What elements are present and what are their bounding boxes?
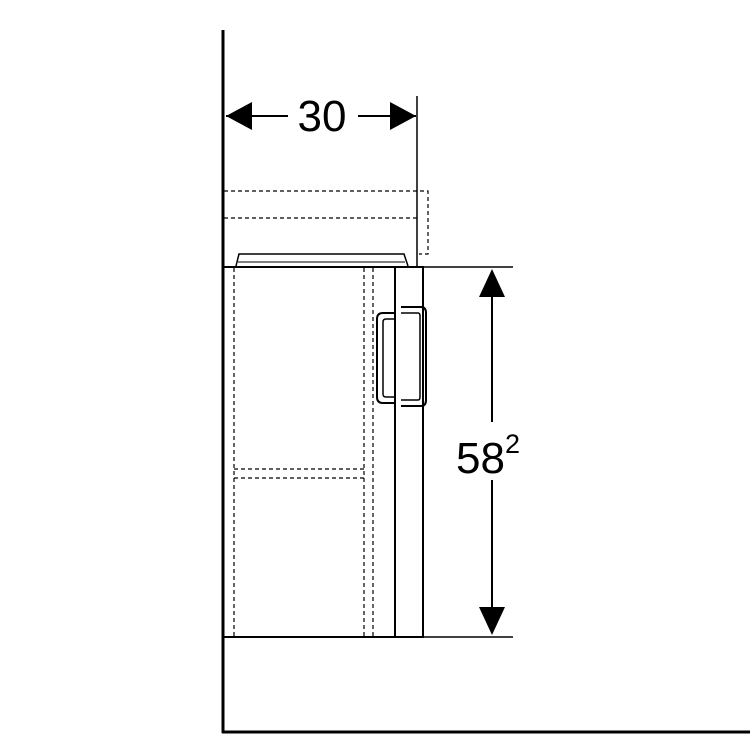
height-dimension-superscript: 2 [505, 429, 520, 459]
cabinet-body [222, 266, 424, 638]
handle-right [401, 306, 427, 407]
height-dimension-value: 58 [456, 434, 505, 483]
washbasin-outline-dashed [224, 190, 429, 255]
height-label-background [452, 422, 536, 480]
height-dimension: 582 [423, 266, 536, 638]
height-dimension-label: 582 [456, 429, 520, 483]
height-arrowhead-bottom [479, 607, 505, 635]
countertop-outline [235, 253, 409, 267]
handle-right-inner [401, 312, 421, 401]
width-arrowhead-left [226, 102, 252, 130]
handle-left-inner [382, 318, 395, 398]
height-arrowhead-top [479, 269, 505, 297]
width-dimension-label: 30 [298, 92, 347, 141]
width-dimension: 30 [226, 92, 418, 268]
handle-left [376, 312, 395, 404]
width-arrowhead-right [390, 102, 416, 130]
